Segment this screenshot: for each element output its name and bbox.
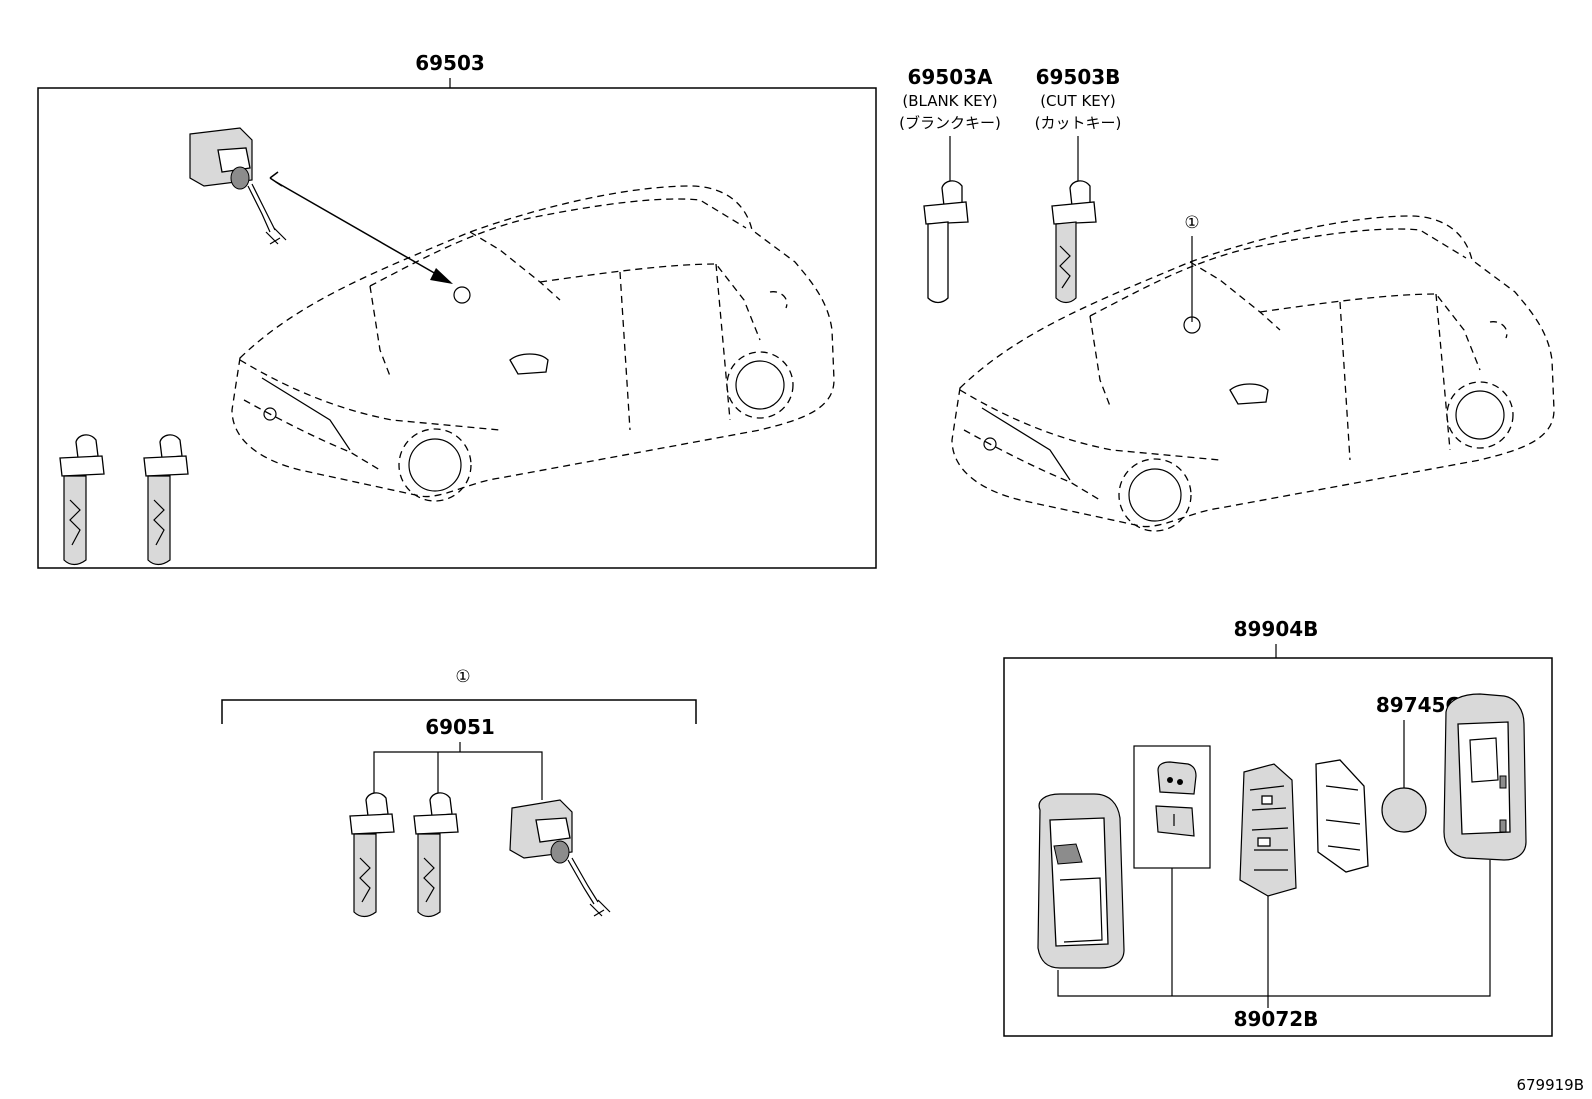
blank-key-callout-group: 69503A (BLANK KEY) (ブランクキー) xyxy=(899,65,1001,304)
ignition-cylinder-icon-2 xyxy=(509,799,611,917)
car-right-group: ① xyxy=(951,213,1555,532)
reference-code: 679919B xyxy=(1516,1076,1584,1094)
cover-plate-icon xyxy=(1315,759,1369,873)
ignition-cylinder-icon xyxy=(189,127,287,245)
blank-key-label-en: (BLANK KEY) xyxy=(902,92,997,110)
key-fob-housing-icon xyxy=(1443,693,1527,861)
key-icon-3 xyxy=(349,792,395,918)
lock-set-bracket xyxy=(221,699,697,724)
key-icon-1 xyxy=(59,434,105,566)
key-fob-case-icon xyxy=(1037,793,1125,969)
housing-collection-line xyxy=(1057,860,1491,997)
button-pad-icon xyxy=(1155,761,1197,837)
circuit-board-icon xyxy=(1239,763,1297,897)
arrow-line xyxy=(275,181,451,283)
key-icon-4 xyxy=(413,792,459,918)
transmitter-assembly-box xyxy=(1003,657,1553,1037)
arrow-head-icon xyxy=(430,268,453,284)
transmitter-assembly-group: 89904B xyxy=(1003,617,1553,1037)
set-marker-lock: ① xyxy=(455,667,470,687)
callout-69051: 69051 xyxy=(425,715,495,739)
callout-69503B: 69503B xyxy=(1036,65,1121,89)
key-icon-2 xyxy=(143,434,189,566)
callout-89904B: 89904B xyxy=(1234,617,1319,641)
cut-key-callout-group: 69503B (CUT KEY) (カットキー) xyxy=(1035,65,1122,304)
cut-key-icon xyxy=(1051,180,1097,304)
callout-89072B: 89072B xyxy=(1234,1007,1319,1031)
blank-key-label-jp: (ブランクキー) xyxy=(899,114,1001,132)
assembly-69503-group: 69503 xyxy=(37,51,877,569)
set-marker-car: ① xyxy=(1184,213,1199,233)
lock-set-group: ① 69051 xyxy=(221,667,697,918)
callout-69503A: 69503A xyxy=(907,65,993,89)
cut-key-label-en: (CUT KEY) xyxy=(1040,92,1116,110)
car-right-icon xyxy=(951,215,1555,532)
assembly-69503-box xyxy=(37,87,877,569)
blank-key-icon xyxy=(923,180,969,304)
callout-69503: 69503 xyxy=(415,51,485,75)
lock-set-tree xyxy=(373,751,543,800)
cut-key-label-jp: (カットキー) xyxy=(1035,114,1122,132)
car-left-icon xyxy=(231,185,835,502)
arrow-tail xyxy=(269,171,283,187)
battery-icon xyxy=(1381,787,1427,833)
